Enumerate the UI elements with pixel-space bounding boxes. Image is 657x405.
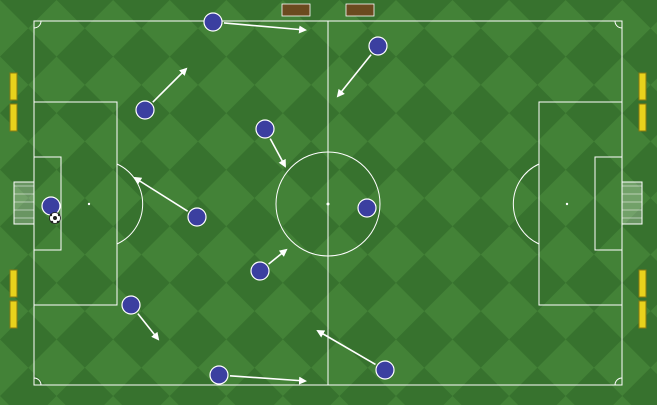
movement-arrow-rb[interactable] [229,374,307,385]
player-token-cm1[interactable] [255,119,275,139]
player-token-cb1[interactable] [187,207,207,227]
movement-arrow-cm2[interactable] [268,248,288,265]
player-tokens [41,12,395,385]
soccer-ball-icon[interactable] [49,212,61,224]
pitch-spots [87,202,569,206]
player-token-gk[interactable] [41,196,61,216]
movement-arrows [133,22,376,385]
movement-arrow-fw1[interactable] [336,54,372,98]
ball-layer [49,212,61,224]
player-token-lb[interactable] [203,12,223,32]
right-penalty-arc [512,163,540,245]
player-token-lm[interactable] [135,100,155,120]
player-token-rb[interactable] [209,365,229,385]
player-token-cm2[interactable] [250,261,270,281]
movement-arrow-lb[interactable] [223,22,307,34]
movement-arrow-fw3[interactable] [316,329,376,366]
left-goal [13,181,35,225]
right-side-boards [638,72,647,329]
player-token-rm[interactable] [121,295,141,315]
player-token-fw3[interactable] [375,360,395,380]
movement-arrow-lm[interactable] [152,67,188,103]
center-circle [275,151,381,257]
player-token-fw1[interactable] [368,36,388,56]
player-token-fw2[interactable] [357,198,377,218]
movement-arrow-cm1[interactable] [269,138,286,168]
right-goal [621,181,643,225]
left-penalty-arc [116,163,144,245]
left-side-boards [9,72,18,329]
movement-arrow-rm[interactable] [137,313,160,341]
team-benches [281,3,375,17]
movement-arrow-cb1[interactable] [133,176,189,212]
